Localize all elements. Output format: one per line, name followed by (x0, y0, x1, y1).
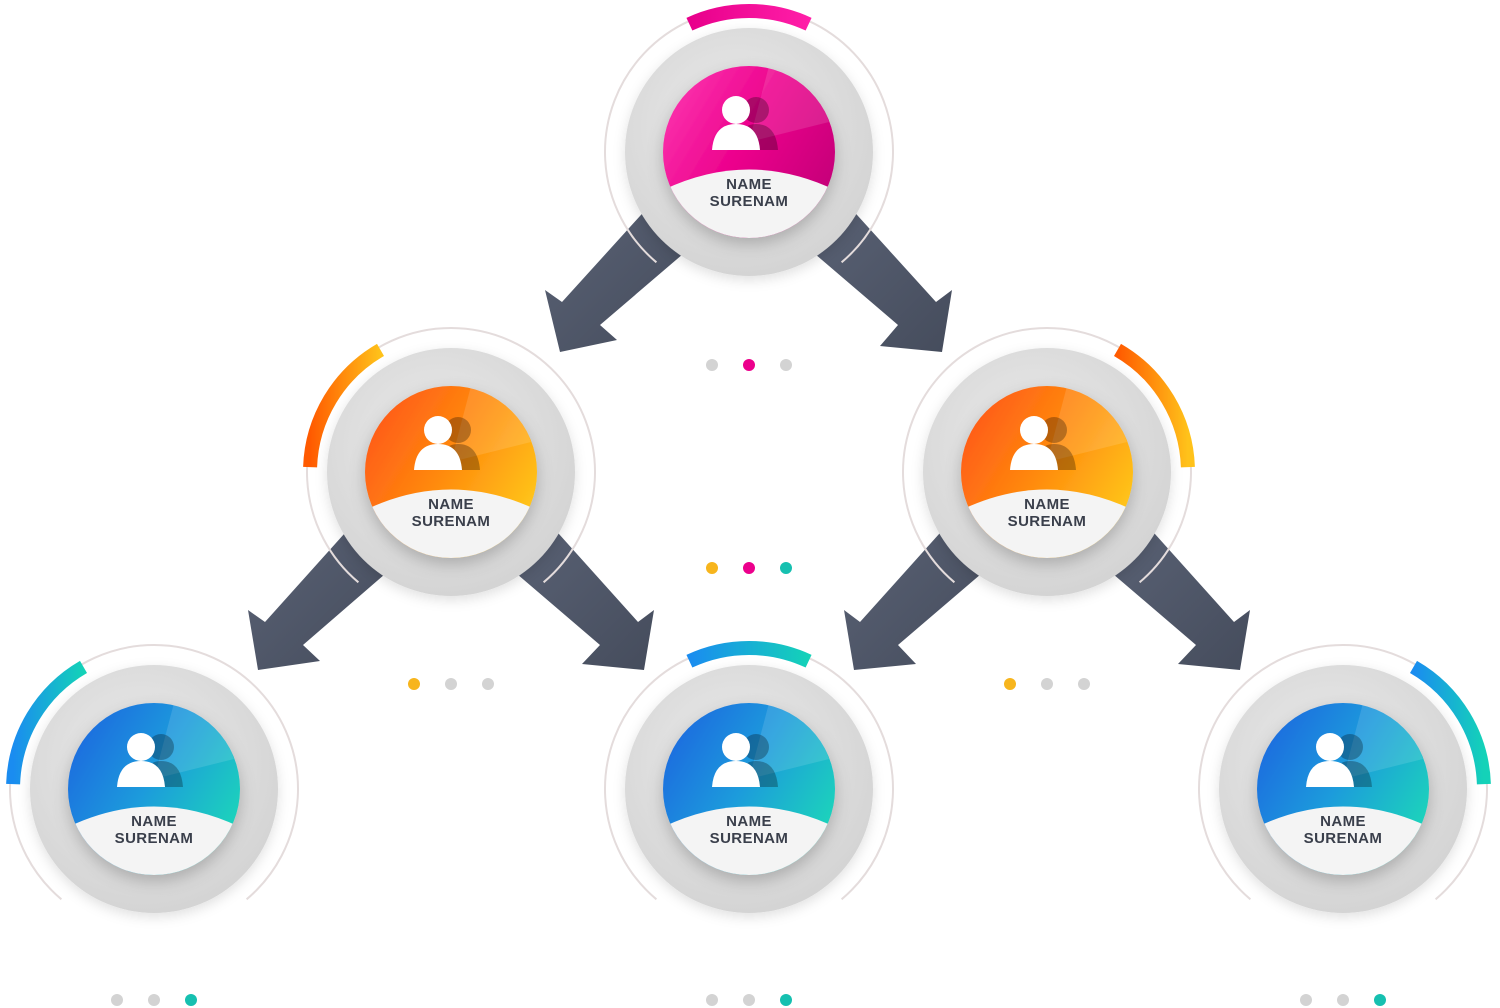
dot-teal (185, 994, 197, 1006)
dot-group-below-bottom-left (111, 994, 197, 1006)
arrow-body (1106, 524, 1250, 670)
dot-teal (1374, 994, 1386, 1006)
dot-teal (780, 994, 792, 1006)
node-name-label: NAME (131, 813, 177, 830)
dot-group-below-mid-right (1004, 678, 1090, 690)
arrow-body (248, 524, 392, 670)
node-name-label: NAME (726, 176, 772, 193)
accent-arc (1409, 660, 1491, 785)
person-icon (117, 733, 183, 787)
dot-magenta (743, 359, 755, 371)
dot-amber (1004, 678, 1016, 690)
person-icon (712, 96, 778, 150)
node-surname-label: SURENAM (412, 513, 491, 530)
node-surname-label: SURENAM (710, 830, 789, 847)
person-icon (1010, 416, 1076, 470)
node-surname-label: SURENAM (1304, 830, 1383, 847)
accent-arc (6, 660, 88, 785)
dot-gray (111, 994, 123, 1006)
dot-group-below-top (706, 359, 792, 371)
disc-facet (1047, 386, 1127, 462)
node-surname-label: SURENAM (1008, 513, 1087, 530)
node-surname-label: SURENAM (710, 193, 789, 210)
dot-gray (706, 359, 718, 371)
accent-arc (1113, 343, 1195, 468)
arrow-body (808, 205, 952, 352)
dot-gray (148, 994, 160, 1006)
dot-gray (1078, 678, 1090, 690)
dot-amber (706, 562, 718, 574)
dot-gray (1300, 994, 1312, 1006)
dot-group-below-bottom-center (706, 994, 792, 1006)
dot-group-below-bottom-right (1300, 994, 1386, 1006)
disc-facet (451, 386, 531, 462)
outer-ring-line (306, 327, 596, 584)
node-surname-label: SURENAM (115, 830, 194, 847)
arrow-body (510, 524, 654, 670)
accent-arc (686, 641, 812, 668)
arrow-body (844, 524, 988, 670)
disc-facet (749, 703, 829, 779)
dot-amber (408, 678, 420, 690)
person-icon (1306, 733, 1372, 787)
disc-facet (154, 703, 234, 779)
dot-gray (706, 994, 718, 1006)
accent-arc (686, 4, 812, 31)
person-nodes: NAMESURENAMNAMESURENAMNAMESURENAMNAMESUR… (6, 4, 1491, 913)
arrow-body (545, 205, 690, 352)
dot-gray (743, 994, 755, 1006)
dot-gray (1337, 994, 1349, 1006)
dot-magenta (743, 562, 755, 574)
accent-arc (303, 343, 385, 468)
dot-teal (780, 562, 792, 574)
dot-gray (780, 359, 792, 371)
person-icon (414, 416, 480, 470)
disc-facet (749, 66, 829, 142)
node-name-label: NAME (1024, 496, 1070, 513)
dot-gray (1041, 678, 1053, 690)
dot-gray (445, 678, 457, 690)
disc-facet (1343, 703, 1423, 779)
dot-group-below-mid-left (408, 678, 494, 690)
outer-ring-line (1198, 644, 1488, 901)
dot-group-center (706, 562, 792, 574)
node-name-label: NAME (726, 813, 772, 830)
outer-ring-line (9, 644, 299, 901)
person-icon (712, 733, 778, 787)
outer-ring-line (902, 327, 1192, 584)
node-name-label: NAME (428, 496, 474, 513)
node-name-label: NAME (1320, 813, 1366, 830)
dot-indicators (111, 359, 1386, 1006)
dot-gray (482, 678, 494, 690)
